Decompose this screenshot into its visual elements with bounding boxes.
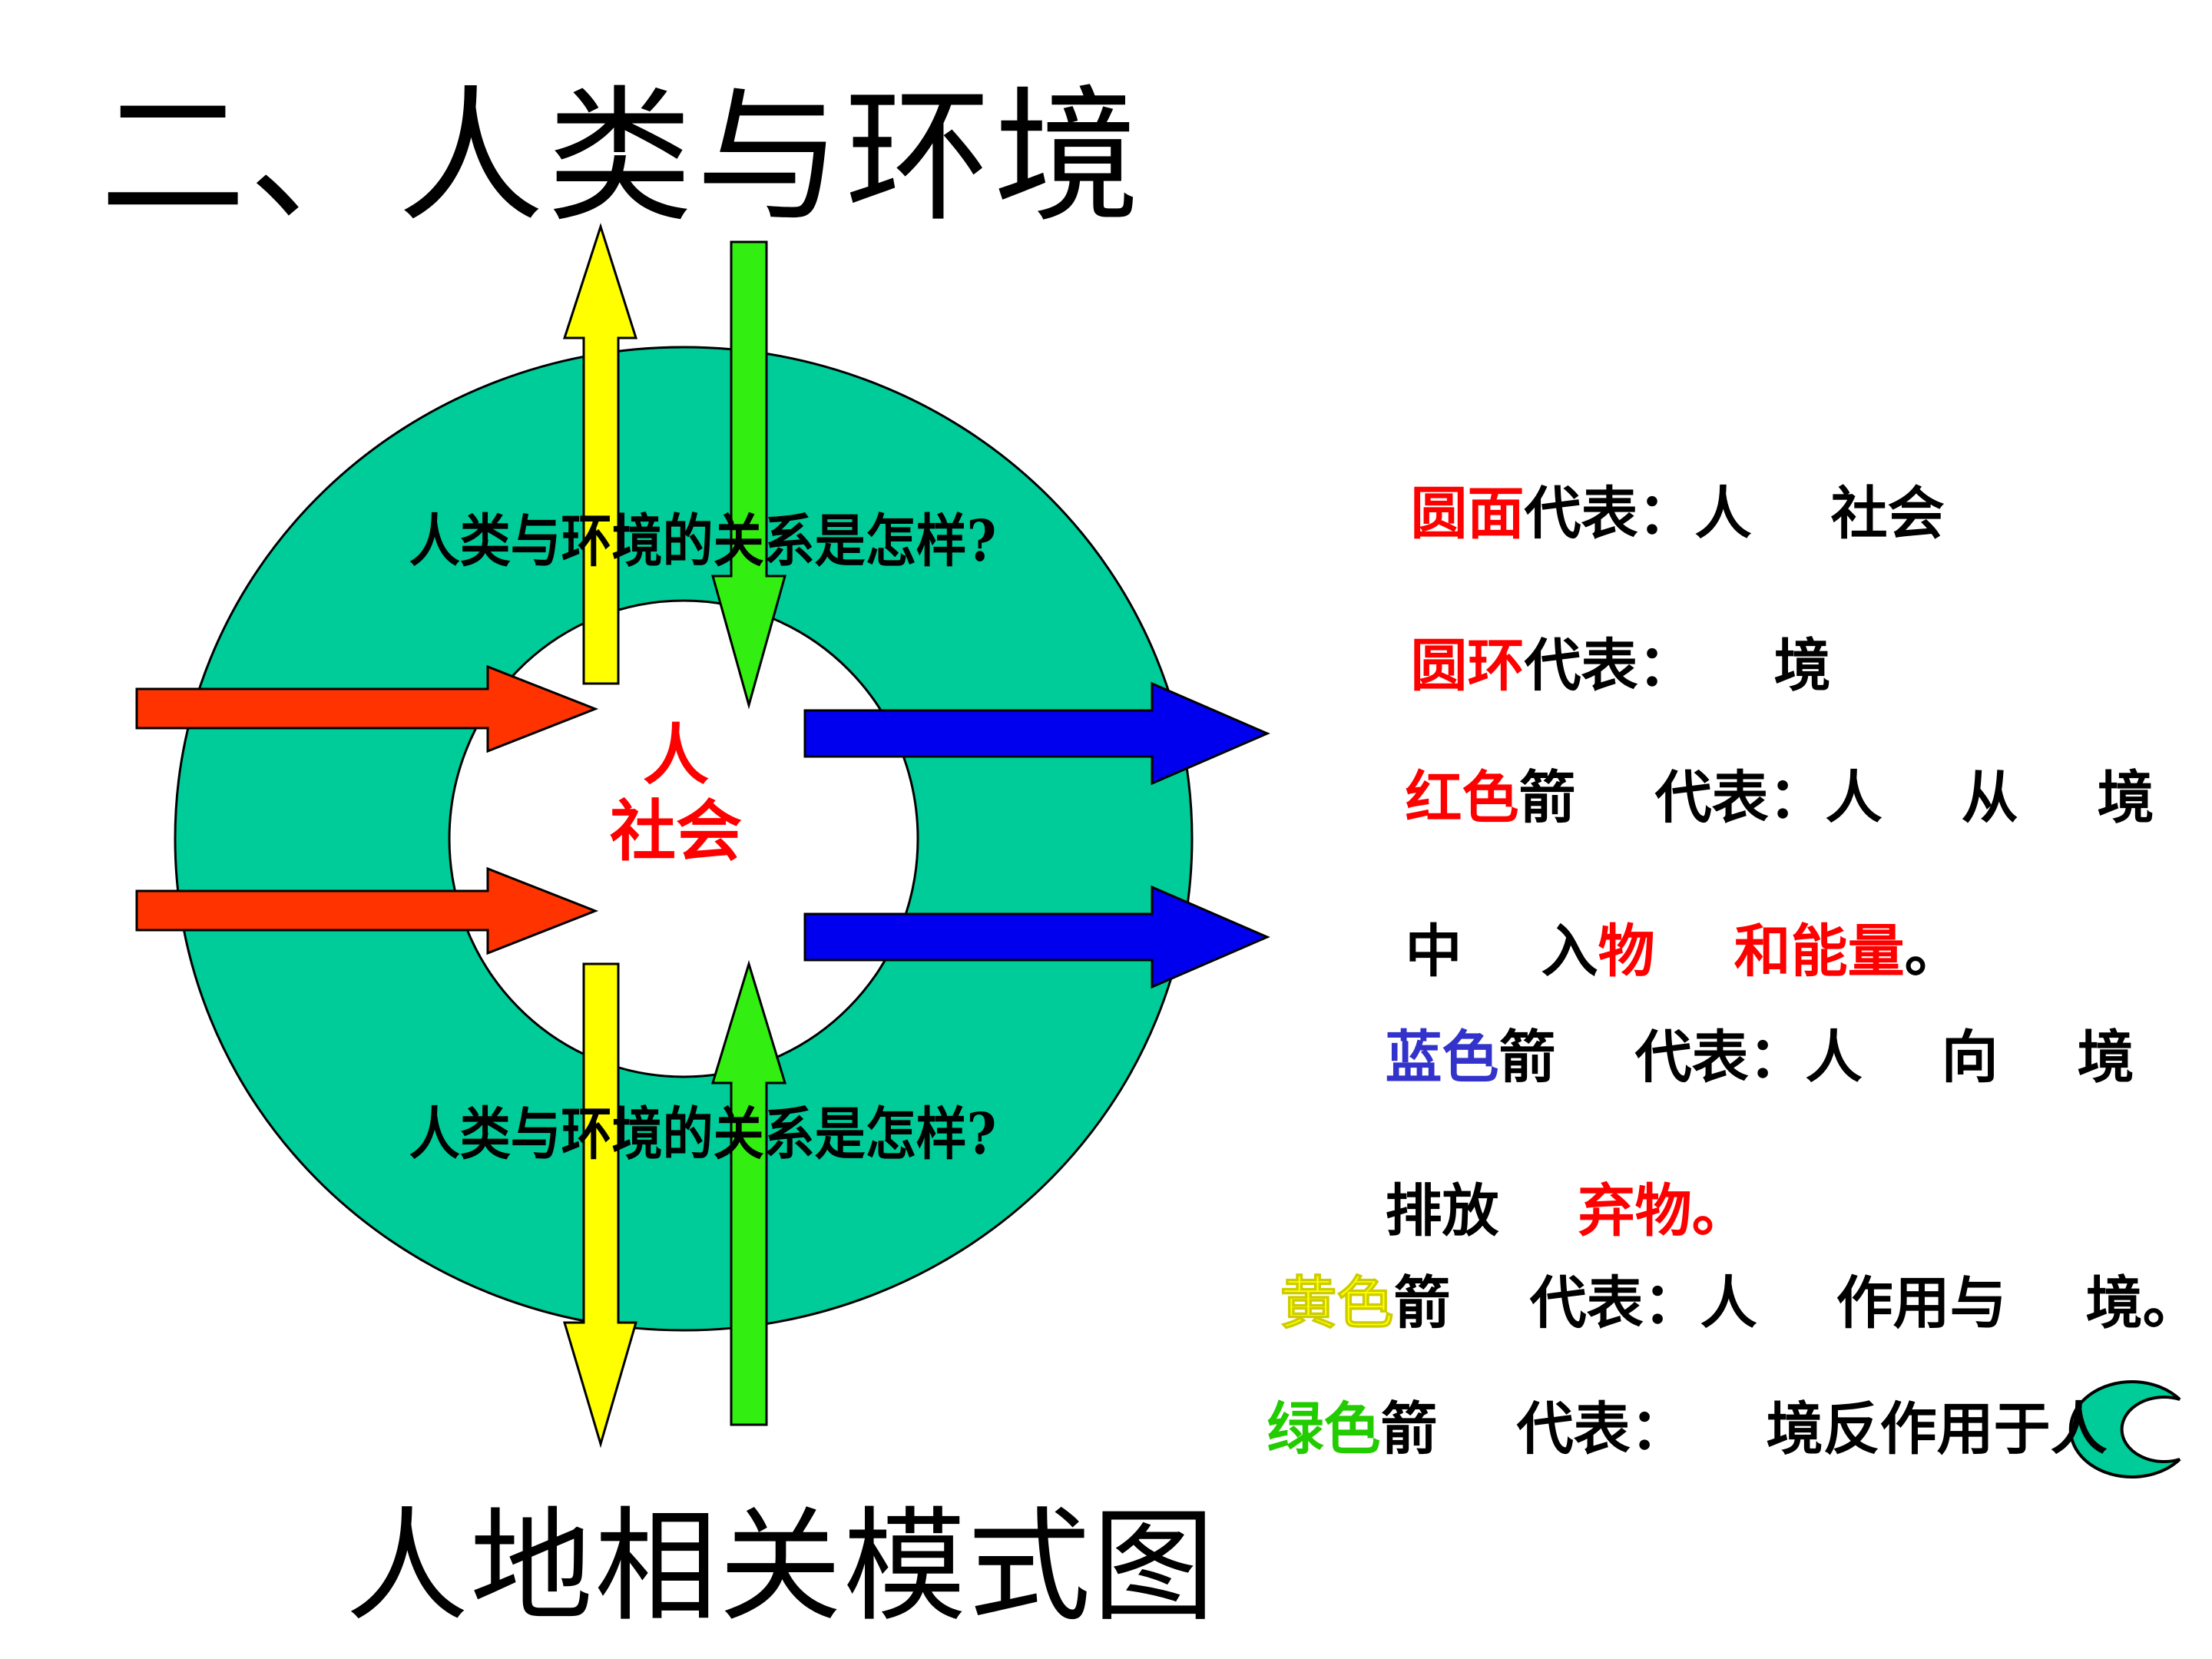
diagram-caption: 人地相关模式图: [346, 1495, 1217, 1638]
green-arrow-up: [710, 959, 787, 1426]
red-arrow-bottom: [135, 866, 599, 955]
question-bottom: 人类与环境的关系是怎样?: [409, 1100, 997, 1167]
legend-blue: 蓝色箭 代表：人 向 境 排放 弃物。: [1346, 943, 2134, 1250]
yellow-arrow-down: [562, 962, 637, 1449]
legend-red-line2-d: 和能量: [1734, 918, 1905, 985]
page-title: 二、人类与环境: [100, 72, 1144, 242]
legend-green-key: 绿色: [1267, 1396, 1381, 1462]
legend-ring-key: 圆环: [1410, 632, 1525, 699]
legend-blue-line2-a: 排放: [1385, 1177, 1578, 1244]
legend-disk-key: 圆面: [1410, 480, 1525, 547]
red-arrow-top: [135, 664, 599, 753]
legend-red-line2-e: 。: [1904, 918, 1962, 985]
legend-blue-text: 箭 代表：人 向 境: [1498, 1024, 2134, 1091]
green-arrow-down: [711, 240, 786, 710]
blue-arrow-bottom: [803, 885, 1270, 989]
question-top: 人类与环境的关系是怎样?: [409, 508, 997, 575]
legend-ring: 圆环代表： 境: [1371, 551, 1831, 705]
center-label: 人 社会: [584, 718, 768, 870]
legend-blue-key: 蓝色: [1385, 1024, 1499, 1091]
legend-green: 绿色箭 代表： 境反作用于人: [1227, 1315, 2108, 1469]
legend-red: 红色箭 代表：人 从 境 中 入物 和能量。: [1366, 684, 2154, 991]
center-label-line2: 社会: [610, 793, 742, 870]
crescent-nav-icon[interactable]: [2068, 1380, 2181, 1479]
yellow-arrow-up: [562, 223, 638, 685]
legend-yellow: 黄色箭 代表：人 作用与 境。: [1240, 1189, 2200, 1343]
legend-yellow-text: 箭 代表：人 作用与 境。: [1393, 1270, 2200, 1336]
legend-red-key: 红色: [1405, 764, 1519, 831]
legend-red-text: 箭 代表：人 从 境: [1518, 764, 2154, 831]
center-label-line1: 人: [643, 717, 709, 794]
legend-red-line2-a: 中 入: [1405, 918, 1598, 985]
environment-ring: [174, 346, 1194, 1332]
legend-ring-text: 代表： 境: [1524, 632, 1831, 699]
legend-green-text: 箭 代表： 境反作用于人: [1380, 1396, 2108, 1462]
legend-disk-text: 代表：人 社会: [1524, 480, 1945, 547]
legend-yellow-key: 黄色: [1280, 1270, 1394, 1336]
legend-disk: 圆面代表：人 社会: [1371, 399, 1945, 553]
legend-red-line2-b: 物: [1598, 918, 1655, 985]
legend-blue-line2-b: 弃物。: [1578, 1177, 1749, 1244]
blue-arrow-top: [803, 681, 1270, 786]
